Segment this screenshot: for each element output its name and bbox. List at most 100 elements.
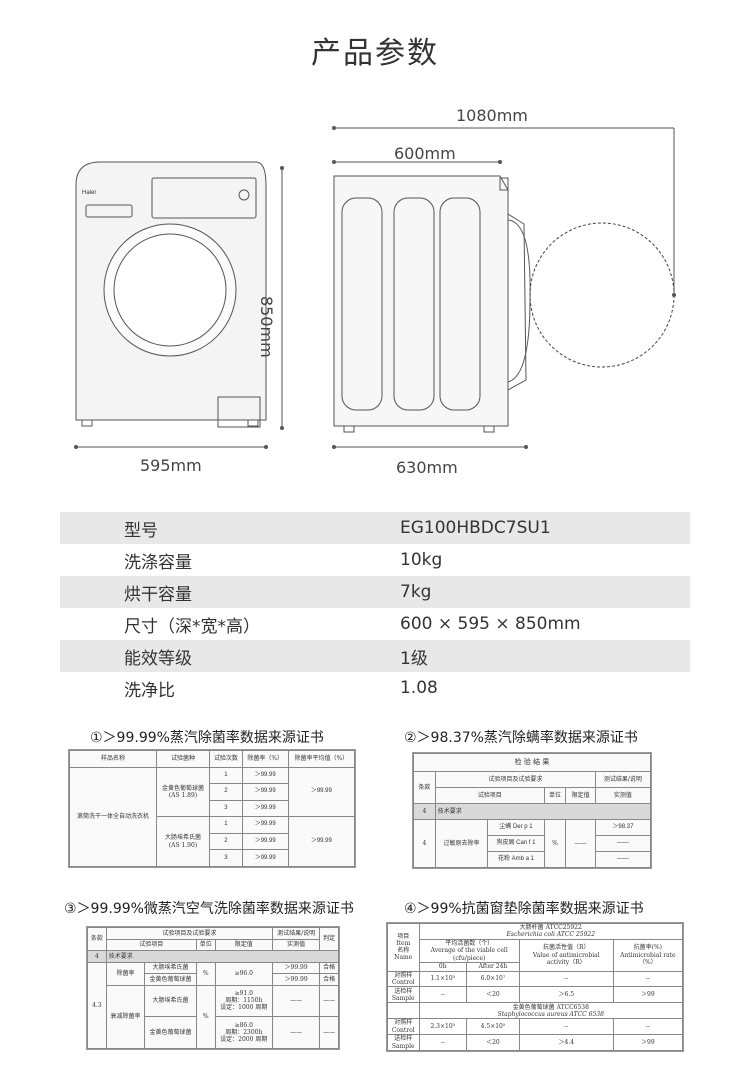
spec-value: 7kg <box>400 582 432 602</box>
cell: ＞99 <box>612 1034 684 1051</box>
cell: 4 <box>413 803 436 821</box>
cell: After 24h <box>466 962 520 972</box>
cell: 1.1×10⁵ <box>418 970 468 988</box>
cell: ≥86.0 周期：2300h 设定：2000 周期 <box>214 1016 273 1049</box>
cell: -- <box>518 970 614 988</box>
cell: —— <box>319 1016 339 1049</box>
strain: 大肠埃希氏菌 <box>164 834 201 842</box>
cell: 除菌率 <box>105 961 146 986</box>
cell: 实测值 <box>594 787 652 805</box>
cell: 合格 <box>319 961 339 974</box>
cell: 判定 <box>319 927 339 951</box>
cert1-table: 样品名称 试验菌种 试验次数 除菌率（%） 除菌率平均值（%） 滚筒洗干一体全自… <box>68 749 356 868</box>
cell: 测试结果/说明 <box>271 927 321 940</box>
cell: ＞99.99 <box>271 973 321 986</box>
spec-label: 烘干容量 <box>124 584 192 605</box>
header: 抗菌率(%) <box>633 944 663 952</box>
cell: 花粉 Amb a 1 <box>487 850 545 869</box>
cell: 试验项目 <box>434 787 545 805</box>
cell: 抗菌率(%)Antimicrobial rate（%） <box>612 938 684 972</box>
cell: ≥96.0 <box>214 961 273 986</box>
cell: 实测值 <box>271 938 321 951</box>
cell: 项目 Item 名称 Name <box>387 923 420 972</box>
cell: -- <box>418 1034 468 1051</box>
spec-label: 洗净比 <box>124 680 175 701</box>
cell: ＞99.99 <box>287 816 356 867</box>
spec-label: 型号 <box>124 520 158 541</box>
cell: % <box>195 984 216 1049</box>
cell: 衰减除菌率 <box>105 984 146 1049</box>
bacteria: 金黄色葡萄球菌 ATCC6538 <box>512 1003 589 1011</box>
cell: ＞98.37 <box>594 819 652 837</box>
cell: -- <box>418 986 468 1004</box>
cell: 金黄色葡萄球菌(AS 1.89) <box>155 766 211 818</box>
cell: -- <box>612 1018 684 1036</box>
dimension-drawings: Haier 1080mm 600mm 850mm <box>60 90 700 490</box>
cell: ＞99.99 <box>241 832 289 851</box>
cell: 测试结果/说明 <box>594 771 652 789</box>
cell: 限定值 <box>214 938 273 951</box>
cell: ＞99.99 <box>241 849 289 867</box>
cell: 4.3 <box>87 961 107 1049</box>
cell: 2 <box>209 832 243 851</box>
strain: 金黄色葡萄球菌 <box>161 784 204 792</box>
cell: 金黄色葡萄球菌 <box>144 973 197 986</box>
corner-name-en: Name <box>394 954 413 962</box>
cell: 2.3×10⁵ <box>418 1018 468 1036</box>
cell: 0h <box>418 962 468 972</box>
row-label-en: Control <box>391 1026 415 1034</box>
cell: ≥91.0 周期：1150h 设定：1000 周期 <box>214 984 273 1018</box>
dim-630: 630mm <box>396 458 458 477</box>
cell: 平均活菌数（个）Average of the viable cell (cfu/… <box>418 938 520 964</box>
spec-label: 能效等级 <box>124 648 192 669</box>
cert3-title: ③＞99.99%微蒸汽空气洗除菌率数据来源证书 <box>64 901 354 917</box>
cell: ＞99.99 <box>241 766 289 785</box>
cell: 大肠埃希氏菌 <box>144 984 197 1018</box>
cell: 尘螨 Der p 1 <box>487 819 545 837</box>
cell: 金黄色葡萄球菌 <box>144 1016 197 1049</box>
dim-850: 850mm <box>257 296 276 358</box>
spec-value: EG100HBDC7SU1 <box>400 518 551 538</box>
spec-row: 尺寸（深*宽*高） 600 × 595 × 850mm <box>60 608 690 640</box>
cell: ＞99 <box>612 986 684 1004</box>
spec-label: 洗涤容量 <box>124 552 192 573</box>
spec-value: 600 × 595 × 850mm <box>400 614 581 634</box>
bacteria-en: Escherichia coli ATCC 25922 <box>506 931 596 939</box>
cell: 滚筒洗干一体全自动洗衣机 <box>69 766 157 868</box>
header-en: Antimicrobial rate（%） <box>620 951 676 966</box>
cell: 限定值 <box>565 787 596 805</box>
cell: 合格 <box>319 973 339 986</box>
strain-code: (AS 1.89) <box>168 791 198 799</box>
cell: 试验项目及试验要求 <box>105 927 273 940</box>
cell: —— <box>319 984 339 1018</box>
cell: —— <box>594 835 652 852</box>
cell: ＞99.99 <box>241 799 289 818</box>
cell: ＞6.5 <box>518 986 614 1004</box>
cell: ＞99.99 <box>241 783 289 801</box>
cell: —— <box>271 984 321 1018</box>
dim-1080: 1080mm <box>456 106 528 125</box>
cell: 试验项目及试验要求 <box>434 771 596 789</box>
corner-name: 名称 <box>397 947 410 955</box>
cell: —— <box>565 819 596 868</box>
strain-code: (AS 1.90) <box>168 841 198 849</box>
row-label-en: Sample <box>391 994 415 1002</box>
cell: ＞99.99 <box>287 766 356 818</box>
page-title: 产品参数 <box>311 36 439 71</box>
cert4-title: ④＞99%抗菌窗垫除菌率数据来源证书 <box>404 901 644 917</box>
cert1-title: ①＞99.99%蒸汽除菌率数据来源证书 <box>90 730 324 746</box>
cell: 条款 <box>413 771 436 805</box>
cell: -- <box>518 1018 614 1036</box>
cell: 除菌率（%） <box>241 750 289 768</box>
corner-item-en: Item <box>396 940 411 948</box>
cell: 样品名称 <box>69 750 157 768</box>
spec-label: 尺寸（深*宽*高） <box>124 616 260 637</box>
spec-row: 烘干容量 7kg <box>60 576 690 608</box>
cell: 6.0×10⁷ <box>466 970 520 988</box>
cell: ＜20 <box>466 1034 520 1051</box>
